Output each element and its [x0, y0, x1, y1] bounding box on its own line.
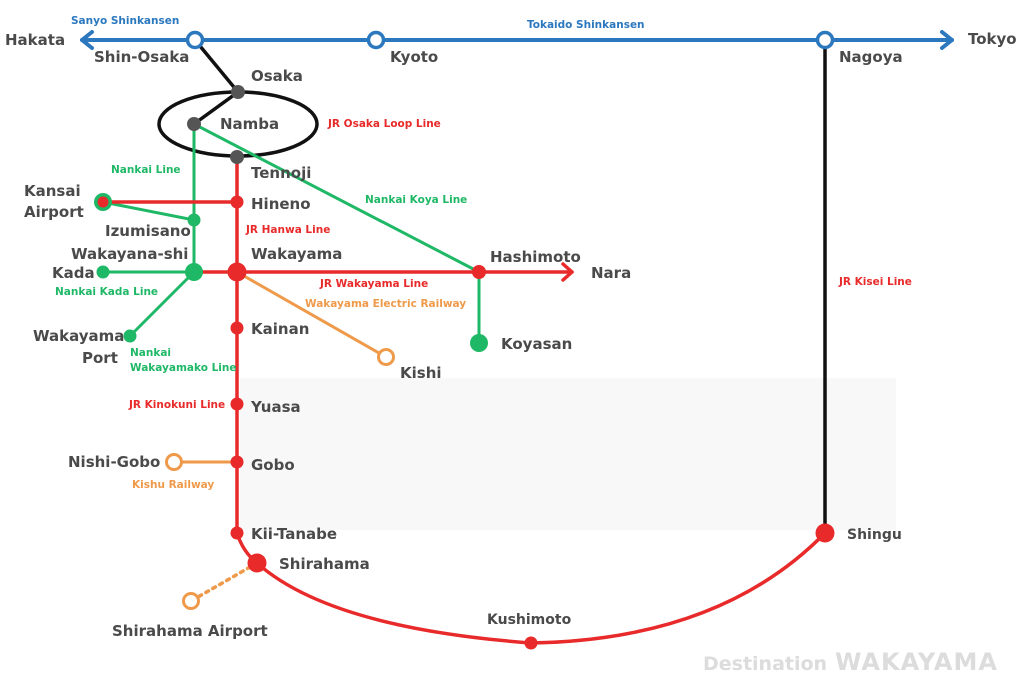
station-node-kushimoto[interactable]: [524, 636, 538, 650]
station-label-hineno: Hineno: [251, 195, 311, 213]
label-nankai-kada: Nankai Kada Line: [55, 286, 158, 298]
station-node-kyoto[interactable]: [366, 30, 386, 50]
station-label-shirahama-airport: Shirahama Airport: [112, 622, 268, 640]
station-label-nagoya: Nagoya: [839, 48, 903, 66]
airport-access-dotted: [189, 561, 259, 603]
station-label-yuasa: Yuasa: [250, 398, 301, 416]
station-label-kii-tanabe: Kii-Tanabe: [251, 525, 337, 543]
station-label-kansai-airport-1: Kansai: [24, 182, 81, 200]
station-node-namba[interactable]: [187, 117, 201, 131]
station-label-wakayama-port-1: Wakayama: [33, 327, 124, 345]
station-label-wakayana-shi: Wakayana-shi: [71, 245, 188, 263]
station-label-nara: Nara: [591, 264, 631, 282]
arrow-left-icon: [80, 30, 94, 50]
label-nankai-koya: Nankai Koya Line: [365, 194, 467, 206]
station-node-shin-osaka[interactable]: [185, 30, 205, 50]
label-nankai-wakayamako-1: Nankai: [130, 347, 171, 359]
private-lines: [174, 270, 387, 603]
station-label-tennoji: Tennoji: [251, 164, 311, 182]
nankai-wakayamako-track: [128, 270, 196, 338]
station-label-kyoto: Kyoto: [390, 48, 438, 66]
label-jr-wakayama: JR Wakayama Line: [319, 278, 428, 290]
station-node-osaka[interactable]: [231, 85, 245, 99]
watermark: Destination WAKAYAMA: [703, 648, 998, 676]
wakayama-electric-track: [236, 270, 387, 359]
orange-stations: [165, 348, 395, 610]
station-label-nishi-gobo: Nishi-Gobo: [68, 453, 160, 471]
station-label-hakata: Hakata: [5, 31, 65, 49]
station-node-kada[interactable]: [96, 265, 110, 279]
station-node-nishi-gobo[interactable]: [165, 453, 183, 471]
station-label-gobo: Gobo: [251, 456, 295, 474]
gray-stations: [187, 85, 245, 164]
station-label-namba: Namba: [220, 115, 279, 133]
station-label-kishi: Kishi: [400, 364, 442, 382]
station-node-kii-tanabe[interactable]: [230, 526, 244, 540]
label-jr-kisei: JR Kisei Line: [838, 276, 912, 288]
nankai-koya-track: [193, 122, 480, 274]
station-node-shirahama-airport[interactable]: [182, 592, 200, 610]
station-node-wakayama-port[interactable]: [123, 329, 137, 343]
watermark-wakayama: WAKAYAMA: [835, 648, 998, 676]
station-label-osaka: Osaka: [251, 67, 303, 85]
station-node-shirahama[interactable]: [247, 553, 267, 573]
station-label-wakayama-port-2: Port: [82, 349, 118, 367]
green-stations: [94, 193, 488, 352]
background-panel: [240, 378, 896, 530]
label-nankai-wakayamako-2: Wakayamako Line: [130, 362, 236, 374]
station-label-shingu: Shingu: [847, 527, 902, 543]
station-node-koyasan[interactable]: [470, 334, 488, 352]
station-node-yuasa[interactable]: [230, 397, 244, 411]
station-node-wakayama-shi[interactable]: [185, 263, 203, 281]
label-tokaido-shinkansen: Tokaido Shinkansen: [527, 19, 645, 31]
label-nankai-line: Nankai Line: [111, 164, 181, 176]
red-stations: [97, 195, 835, 650]
station-node-kainan[interactable]: [230, 321, 244, 335]
station-label-wakayama: Wakayama: [251, 245, 342, 263]
station-node-izumisano[interactable]: [187, 213, 201, 227]
watermark-destination: Destination: [703, 653, 827, 675]
label-kishu-railway: Kishu Railway: [132, 479, 214, 491]
station-node-gobo[interactable]: [230, 455, 244, 469]
line-labels: Sanyo Shinkansen Tokaido Shinkansen JR O…: [55, 15, 912, 491]
station-label-hashimoto: Hashimoto: [490, 248, 581, 266]
station-label-kainan: Kainan: [251, 320, 309, 338]
label-jr-osaka-loop: JR Osaka Loop Line: [327, 118, 441, 130]
station-node-kansai-airport[interactable]: [97, 196, 109, 208]
station-labels: Hakata Shin-Osaka Kyoto Nagoya Tokyo Osa…: [5, 30, 1017, 640]
station-label-izumisano: Izumisano: [105, 222, 191, 240]
station-label-shin-osaka: Shin-Osaka: [94, 48, 189, 66]
station-label-koyasan: Koyasan: [501, 335, 572, 353]
station-label-kansai-airport-2: Airport: [24, 203, 84, 221]
arrow-right-icon: [940, 30, 954, 50]
shin-osaka-namba-link: [192, 38, 241, 126]
station-node-nagoya[interactable]: [815, 30, 835, 50]
station-label-kada: Kada: [52, 264, 95, 282]
shinkansen-line: [80, 30, 954, 50]
arrow-nara-icon: [561, 262, 574, 282]
station-label-tokyo: Tokyo: [968, 30, 1017, 48]
station-label-kushimoto: Kushimoto: [487, 612, 572, 628]
station-node-hineno[interactable]: [230, 195, 244, 209]
shinkansen-stations: [185, 30, 835, 50]
station-node-hashimoto[interactable]: [472, 265, 486, 279]
label-sanyo-shinkansen: Sanyo Shinkansen: [71, 15, 179, 27]
station-label-shirahama: Shirahama: [279, 555, 370, 573]
station-node-tennoji[interactable]: [230, 150, 244, 164]
label-jr-hanwa: JR Hanwa Line: [245, 224, 330, 236]
station-node-wakayama[interactable]: [227, 262, 247, 282]
label-wakayama-electric: Wakayama Electric Railway: [305, 298, 466, 310]
station-node-shingu[interactable]: [815, 523, 835, 543]
station-node-kishi[interactable]: [377, 348, 395, 366]
nankai-lines: [102, 122, 481, 343]
nankai-airport-track: [102, 200, 195, 222]
label-jr-kinokuni: JR Kinokuni Line: [128, 399, 225, 411]
